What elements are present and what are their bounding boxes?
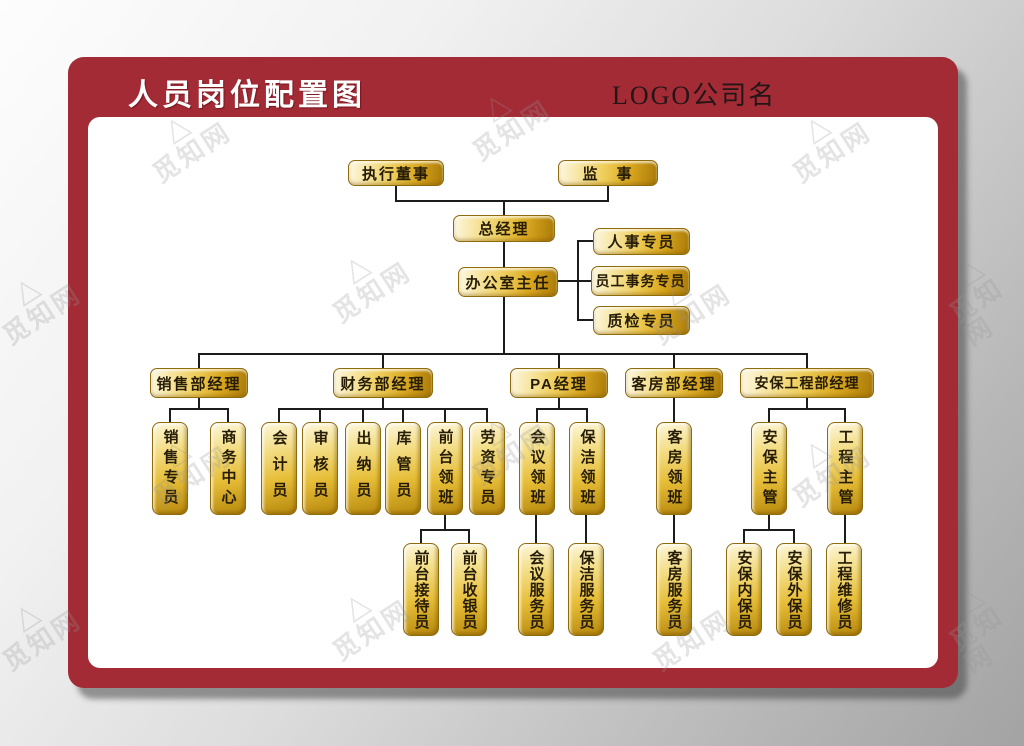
connector-line: [503, 297, 505, 353]
org-node-office-director: 办公室主任: [458, 267, 558, 297]
org-node-front-desk-receptionist: 前台接待员: [403, 543, 439, 636]
connector-line: [420, 529, 470, 531]
org-node-maintenance-worker: 工程维修员: [826, 543, 862, 636]
org-node-staff-affairs-specialist: 员工事务专员: [591, 266, 690, 296]
connector-line: [444, 515, 446, 529]
connector-line: [768, 408, 770, 422]
connector-line: [577, 319, 593, 321]
watermark-triangle-icon: △: [7, 269, 45, 310]
connector-line: [395, 200, 609, 202]
connector-line: [278, 408, 280, 422]
org-node-engineering-supervisor: 工程主管: [827, 422, 863, 515]
org-node-external-security-guard: 安保外保员: [776, 543, 812, 636]
connector-line: [844, 408, 846, 422]
connector-line: [468, 529, 470, 543]
org-node-pa-manager: PA经理: [510, 368, 608, 398]
connector-line: [382, 353, 384, 368]
connector-line: [585, 515, 587, 543]
connector-line: [577, 241, 579, 321]
poster-header: 人员岗位配置图 LOGO公司名: [68, 57, 958, 117]
org-node-qc-specialist: 质检专员: [593, 306, 690, 335]
connector-line: [586, 408, 588, 422]
connector-line: [673, 398, 675, 422]
org-node-front-desk-captain: 前台领班: [427, 422, 463, 515]
connector-line: [806, 353, 808, 368]
org-node-security-engineering-manager: 安保工程部经理: [740, 368, 874, 398]
org-node-meeting-captain: 会议领班: [519, 422, 555, 515]
connector-line: [198, 353, 808, 355]
connector-line: [444, 408, 446, 422]
connector-line: [382, 398, 384, 408]
org-node-cashier: 出纳员: [345, 422, 381, 515]
org-node-auditor: 审核员: [302, 422, 338, 515]
connector-line: [673, 515, 675, 543]
page-title: 人员岗位配置图: [128, 79, 366, 112]
connector-line: [486, 408, 488, 422]
connector-line: [536, 408, 538, 422]
connector-line: [319, 408, 321, 422]
connector-line: [198, 353, 200, 368]
connector-line: [806, 398, 808, 408]
org-node-hr-specialist: 人事专员: [593, 228, 690, 255]
org-node-warehouse-keeper: 库管员: [385, 422, 421, 515]
connector-line: [844, 515, 846, 543]
org-node-supervisor: 监 事: [558, 160, 658, 186]
connector-line: [558, 398, 560, 408]
connector-line: [607, 186, 609, 200]
connector-line: [558, 280, 591, 282]
watermark-triangle-icon: △: [7, 595, 45, 636]
connector-line: [278, 408, 488, 410]
org-node-security-supervisor: 安保主管: [751, 422, 787, 515]
org-node-exec-director: 执行董事: [348, 160, 444, 186]
org-node-finance-manager: 财务部经理: [333, 368, 433, 398]
connector-line: [577, 240, 593, 242]
connector-line: [535, 515, 537, 543]
connector-line: [793, 529, 795, 543]
org-node-general-manager: 总经理: [453, 215, 555, 242]
org-node-housekeeping-manager: 客房部经理: [625, 368, 723, 398]
connector-line: [402, 408, 404, 422]
org-node-accountant: 会计员: [261, 422, 297, 515]
connector-line: [743, 529, 745, 543]
connector-line: [673, 353, 675, 368]
connector-line: [503, 200, 505, 215]
connector-line: [420, 529, 422, 543]
connector-line: [768, 408, 846, 410]
connector-line: [169, 408, 229, 410]
connector-line: [536, 408, 588, 410]
connector-line: [743, 529, 795, 531]
org-chart-canvas: 执行董事 监 事总经理办公室主任 人事专员员工事务专员质检专员销售部经理 财务部经理 P…: [88, 117, 938, 668]
org-node-business-center: 商务中心: [210, 422, 246, 515]
org-node-sales-manager: 销售部经理: [150, 368, 248, 398]
connector-line: [169, 408, 171, 422]
org-node-cleaning-captain: 保洁领班: [569, 422, 605, 515]
org-node-room-attendant: 客房服务员: [656, 543, 692, 636]
connector-line: [198, 398, 200, 408]
connector-line: [558, 353, 560, 368]
org-node-cleaning-attendant: 保洁服务员: [568, 543, 604, 636]
org-node-front-desk-cashier: 前台收银员: [451, 543, 487, 636]
connector-line: [395, 186, 397, 200]
connector-line: [362, 408, 364, 422]
connector-line: [503, 242, 505, 267]
org-node-meeting-attendant: 会议服务员: [518, 543, 554, 636]
connector-line: [768, 515, 770, 529]
org-node-room-captain: 客房领班: [656, 422, 692, 515]
org-node-sales-specialist: 销售专员: [152, 422, 188, 515]
org-node-internal-security-guard: 安保内保员: [726, 543, 762, 636]
org-node-labor-specialist: 劳资专员: [469, 422, 505, 515]
connector-line: [227, 408, 229, 422]
logo-company-name: LOGO公司名: [612, 81, 777, 110]
org-chart-poster: 人员岗位配置图 LOGO公司名 执行董事 监 事总经理办公室主任 人事专员员工事务专…: [68, 57, 958, 688]
